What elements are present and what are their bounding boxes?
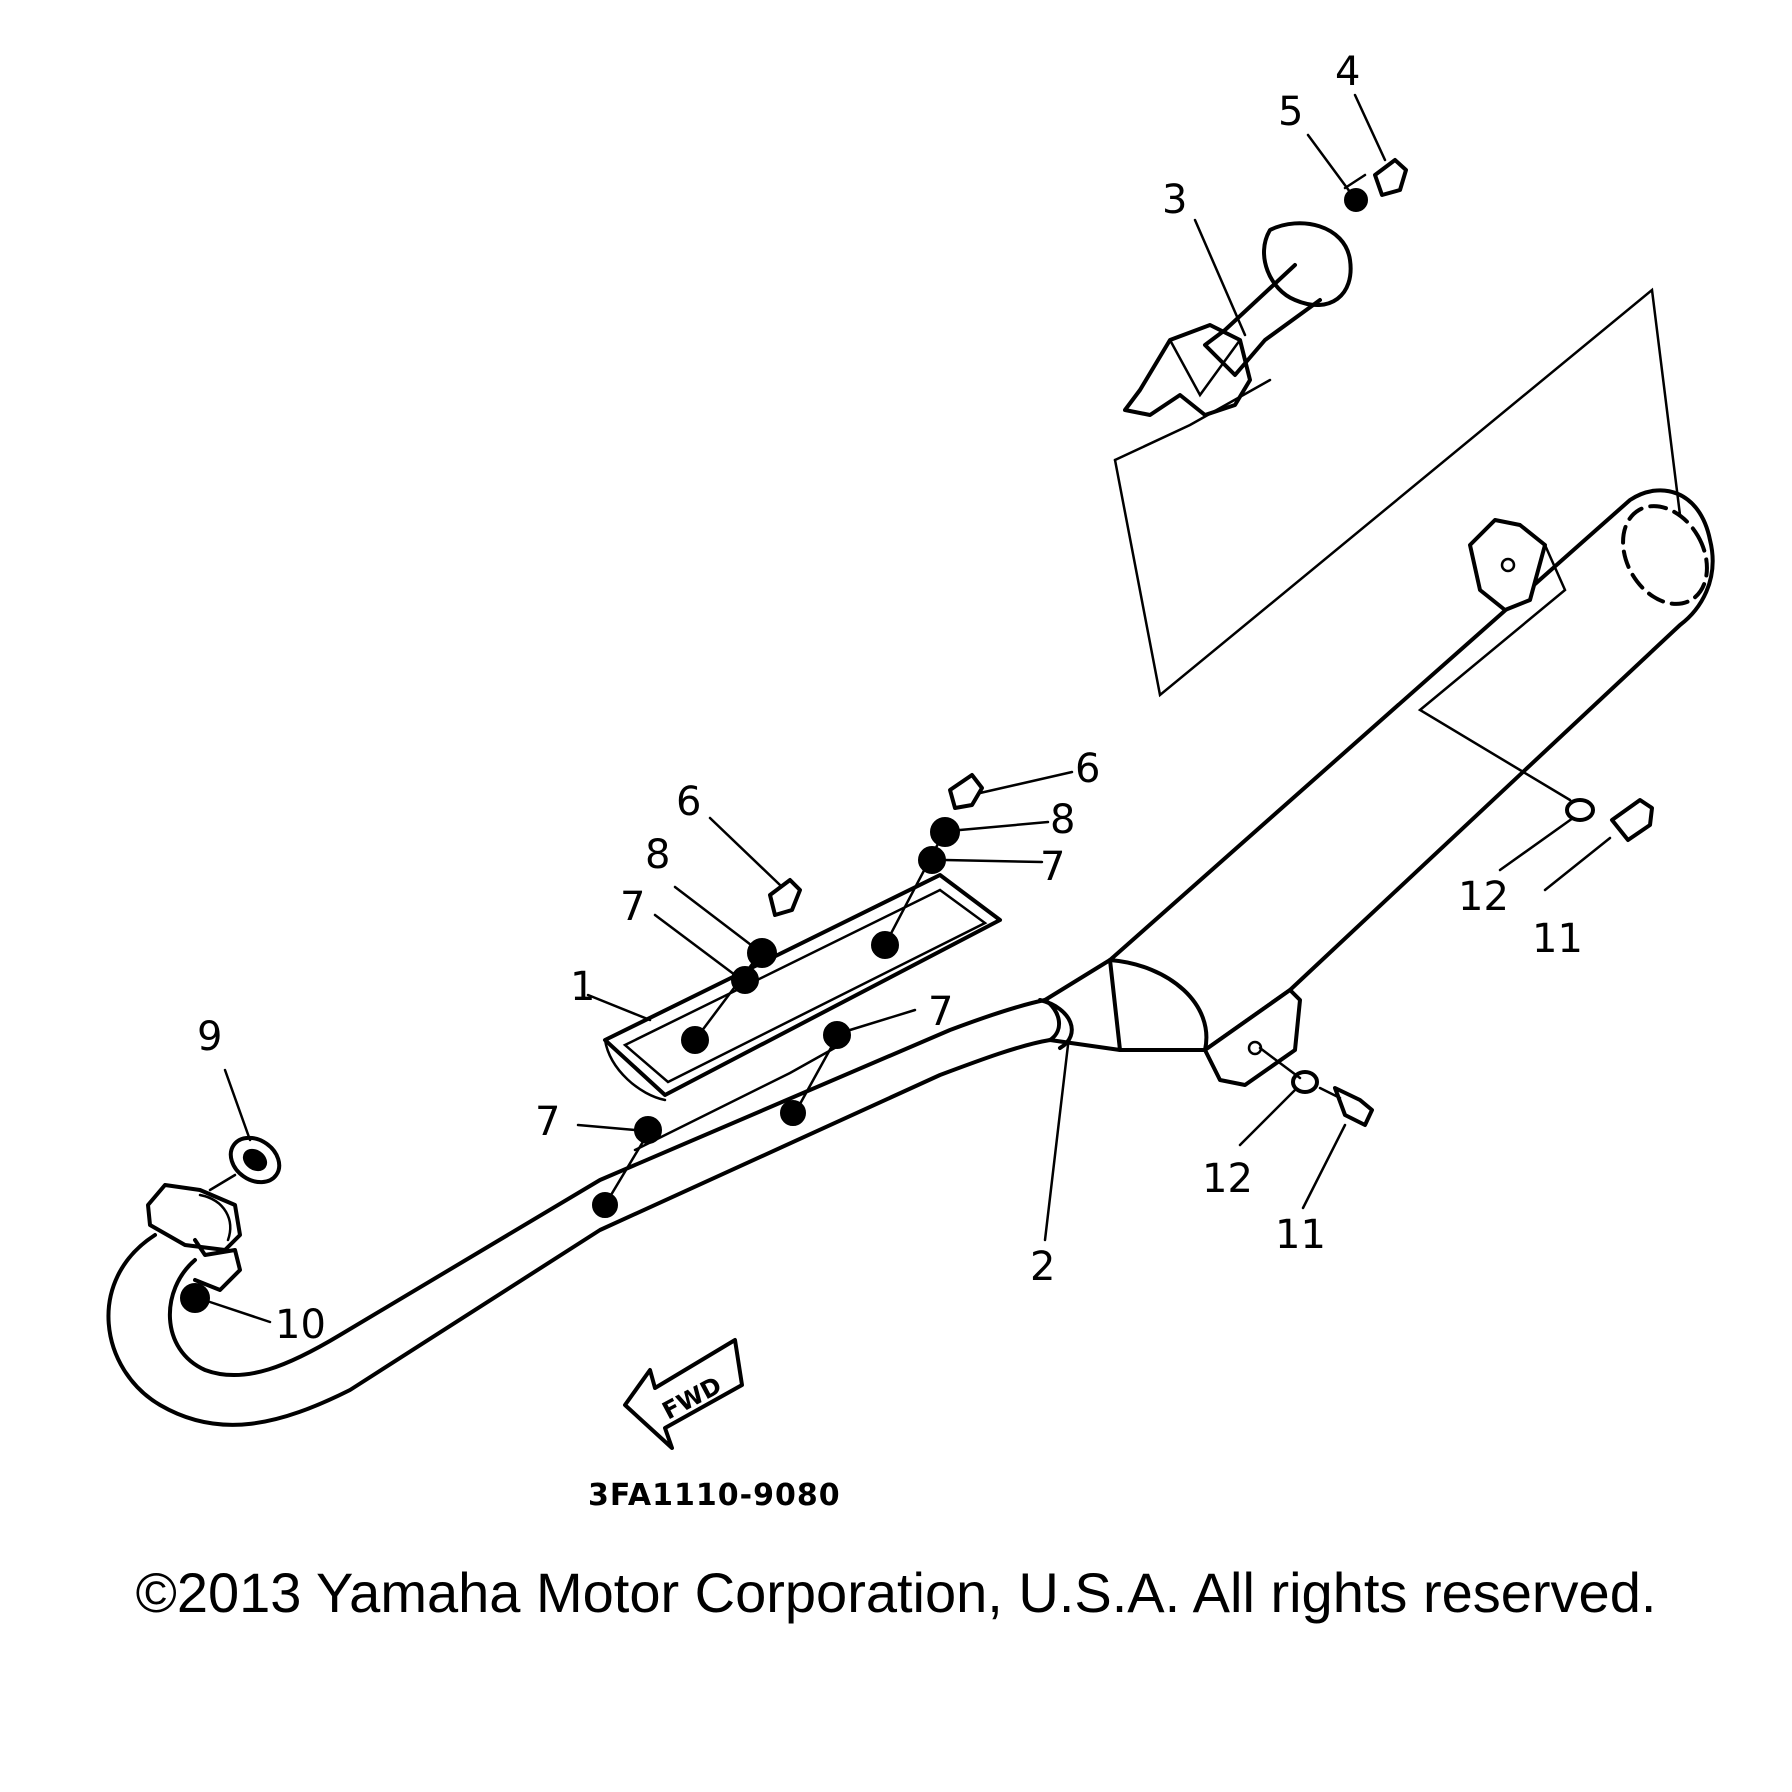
arrester-tube [1203,263,1322,377]
muffler-cone [1043,958,1122,1052]
callout-7-upper-right: 7 [1040,844,1065,890]
spark-arrester [1123,158,1408,417]
head-pipe-inner-edge [167,998,1047,1378]
pipe-boss-right [780,1100,806,1126]
copyright-notice: ©2013 Yamaha Motor Corporation, U.S.A. A… [135,1561,1657,1624]
callout-3: 3 [1162,177,1187,223]
leader-lines [208,93,1612,1324]
rear-mount-bracket [1468,518,1547,612]
callout-2: 2 [1030,1244,1055,1290]
drawing-code: 3FA1110-9080 [588,1478,841,1513]
callout-6-right: 6 [1075,746,1100,792]
callout-9: 9 [197,1014,222,1060]
bolt-11-upper [1610,798,1654,842]
washer-12-upper [1565,798,1595,822]
pipe-clamp [193,1238,242,1292]
washer-8-right [930,817,960,847]
callout-12-lower: 12 [1202,1156,1253,1202]
callout-4: 4 [1335,49,1360,95]
bolt-11-lower [1333,1086,1374,1127]
forward-arrow: FWD [623,1338,744,1450]
fwd-arrow-shape [623,1338,744,1450]
callout-12-upper: 12 [1458,874,1509,920]
callout-labels: 1 2 3 4 5 6 6 7 7 7 7 8 8 9 10 11 11 12 … [197,49,1583,1348]
head-pipe [106,1038,1052,1427]
screw-4 [1373,158,1408,197]
arrester-flange [1262,221,1353,307]
callout-8-left: 8 [645,832,670,878]
callout-7-mid-right: 7 [928,989,953,1035]
protector-plate [603,873,1002,1097]
callout-5: 5 [1278,89,1303,135]
assembly-lines [208,173,1682,1207]
callout-10: 10 [275,1302,326,1348]
grommet-7-upper-right [918,846,946,874]
callout-8-right: 8 [1050,797,1075,843]
washer-5 [1344,188,1368,212]
callout-6-left: 6 [676,779,701,825]
heat-protector [592,873,1002,1218]
muffler-assembly [106,488,1715,1427]
muffler-body [1108,488,1715,1052]
callout-7-lower-left: 7 [535,1099,560,1145]
callout-11-lower: 11 [1275,1212,1326,1258]
arrester-screen [1123,323,1252,417]
screw-6-right [948,773,984,810]
grommet-7-upper-left [731,966,759,994]
fasteners [180,773,1654,1313]
lower-mount-bracket [1203,988,1302,1087]
screw-6-left [768,878,802,917]
callout-7-upper-left: 7 [620,884,645,930]
callout-11-upper: 11 [1532,916,1583,962]
nut-10 [180,1283,210,1313]
callout-1: 1 [570,964,595,1010]
